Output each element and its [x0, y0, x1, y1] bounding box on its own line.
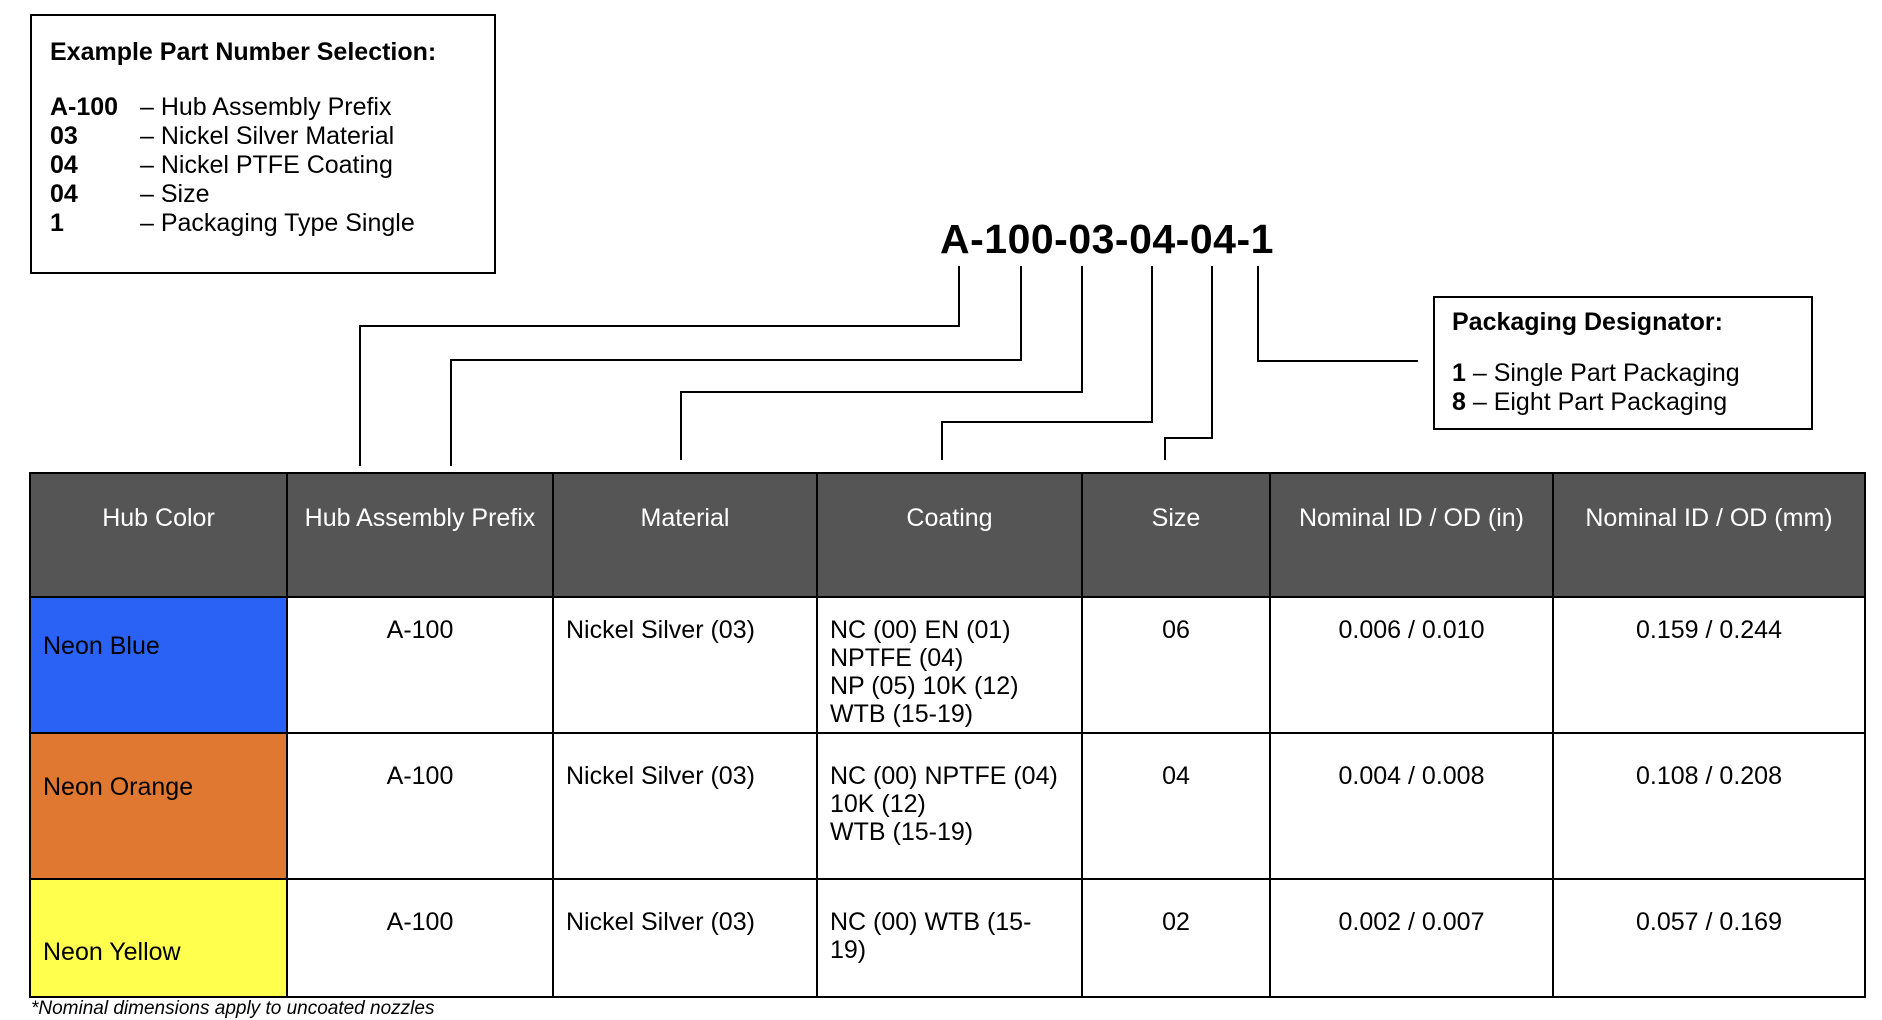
- header-coating: Coating: [816, 472, 1083, 598]
- nominal-in-cell: 0.002 / 0.007: [1269, 878, 1554, 998]
- connector-coating-line: [941, 266, 1153, 460]
- example-code: 04: [50, 180, 78, 208]
- hub-color-cell: Neon Orange: [29, 732, 288, 880]
- coating-line: NC (00) WTB (15-: [830, 908, 1032, 936]
- size-cell: 02: [1081, 878, 1271, 998]
- material-cell: Nickel Silver (03): [552, 732, 818, 880]
- nominal-mm-cell: 0.159 / 0.244: [1552, 596, 1866, 734]
- header-hub-assembly-prefix: Hub Assembly Prefix: [286, 472, 554, 598]
- coating-cell: NC (00) WTB (15- 19): [816, 878, 1083, 998]
- table-row: Neon Orange A-100 Nickel Silver (03) NC …: [29, 732, 1866, 880]
- connector-packaging-line: [1257, 266, 1418, 362]
- nominal-in-cell: 0.004 / 0.008: [1269, 732, 1554, 880]
- packaging-designator-box: Packaging Designator: 1 – Single Part Pa…: [1433, 296, 1813, 430]
- spec-table: Hub Color Hub Assembly Prefix Material C…: [29, 472, 1866, 998]
- coating-cell: NC (00) NPTFE (04) 10K (12) WTB (15-19): [816, 732, 1083, 880]
- example-row: 1 – Packaging Type Single: [50, 209, 476, 238]
- hub-color-cell: Neon Yellow: [29, 878, 288, 998]
- coating-line: WTB (15-19): [830, 700, 974, 728]
- header-nominal-in: Nominal ID / OD (in): [1269, 472, 1554, 598]
- hub-color-label: Neon Orange: [43, 773, 194, 801]
- example-code: 1: [50, 209, 64, 237]
- packaging-title: Packaging Designator:: [1452, 308, 1723, 336]
- header-material: Material: [552, 472, 818, 598]
- prefix-cell: A-100: [286, 732, 554, 880]
- coating-line: 10K (12): [830, 790, 926, 818]
- connector-material-line: [680, 266, 1083, 460]
- coating-line: WTB (15-19): [830, 818, 974, 846]
- table-row: Neon Yellow A-100 Nickel Silver (03) NC …: [29, 878, 1866, 998]
- size-cell: 04: [1081, 732, 1271, 880]
- connector-size-line: [1164, 266, 1213, 460]
- example-title: Example Part Number Selection:: [50, 38, 437, 66]
- packaging-row: 8 – Eight Part Packaging: [1452, 388, 1794, 417]
- coating-line: NC (00) EN (01): [830, 616, 1011, 644]
- footnote: *Nominal dimensions apply to uncoated no…: [31, 998, 435, 1019]
- example-row: 03 – Nickel Silver Material: [50, 122, 476, 151]
- example-desc: – Hub Assembly Prefix: [140, 93, 392, 121]
- example-desc: – Packaging Type Single: [140, 209, 415, 237]
- packaging-desc: – Single Part Packaging: [1465, 359, 1740, 387]
- size-cell: 06: [1081, 596, 1271, 734]
- part-number: A-100-03-04-04-1: [940, 216, 1274, 262]
- nominal-in-cell: 0.006 / 0.010: [1269, 596, 1554, 734]
- table-row: Neon Blue A-100 Nickel Silver (03) NC (0…: [29, 596, 1866, 734]
- header-hub-color: Hub Color: [29, 472, 288, 598]
- packaging-desc: – Eight Part Packaging: [1465, 388, 1728, 416]
- hub-color-label: Neon Yellow: [43, 938, 181, 966]
- example-row: 04 – Size: [50, 180, 476, 209]
- table-header-row: Hub Color Hub Assembly Prefix Material C…: [29, 472, 1866, 598]
- packaging-code: 1: [1452, 359, 1466, 387]
- example-desc: – Nickel PTFE Coating: [140, 151, 393, 179]
- hub-color-cell: Neon Blue: [29, 596, 288, 734]
- example-row: 04 – Nickel PTFE Coating: [50, 151, 476, 180]
- example-code: 03: [50, 122, 78, 150]
- material-cell: Nickel Silver (03): [552, 878, 818, 998]
- example-desc: – Nickel Silver Material: [140, 122, 395, 150]
- coating-line: NC (00) NPTFE (04): [830, 762, 1058, 790]
- prefix-cell: A-100: [286, 596, 554, 734]
- example-code: 04: [50, 151, 78, 179]
- nominal-mm-cell: 0.057 / 0.169: [1552, 878, 1866, 998]
- header-size: Size: [1081, 472, 1271, 598]
- nominal-mm-cell: 0.108 / 0.208: [1552, 732, 1866, 880]
- header-nominal-mm: Nominal ID / OD (mm): [1552, 472, 1866, 598]
- connector-prefix-line-2: [450, 266, 1022, 466]
- example-code: A-100: [50, 93, 119, 121]
- example-selection-box: Example Part Number Selection: A-100 – H…: [30, 14, 496, 274]
- packaging-row: 1 – Single Part Packaging: [1452, 359, 1794, 388]
- hub-color-label: Neon Blue: [43, 632, 160, 660]
- coating-cell: NC (00) EN (01) NPTFE (04) NP (05) 10K (…: [816, 596, 1083, 734]
- coating-line: 19): [830, 936, 867, 964]
- connector-prefix-line: [359, 266, 960, 466]
- material-cell: Nickel Silver (03): [552, 596, 818, 734]
- example-desc: – Size: [140, 180, 210, 208]
- coating-line: NP (05) 10K (12): [830, 672, 1019, 700]
- example-row: A-100 – Hub Assembly Prefix: [50, 93, 476, 122]
- coating-line: NPTFE (04): [830, 644, 964, 672]
- packaging-code: 8: [1452, 388, 1466, 416]
- prefix-cell: A-100: [286, 878, 554, 998]
